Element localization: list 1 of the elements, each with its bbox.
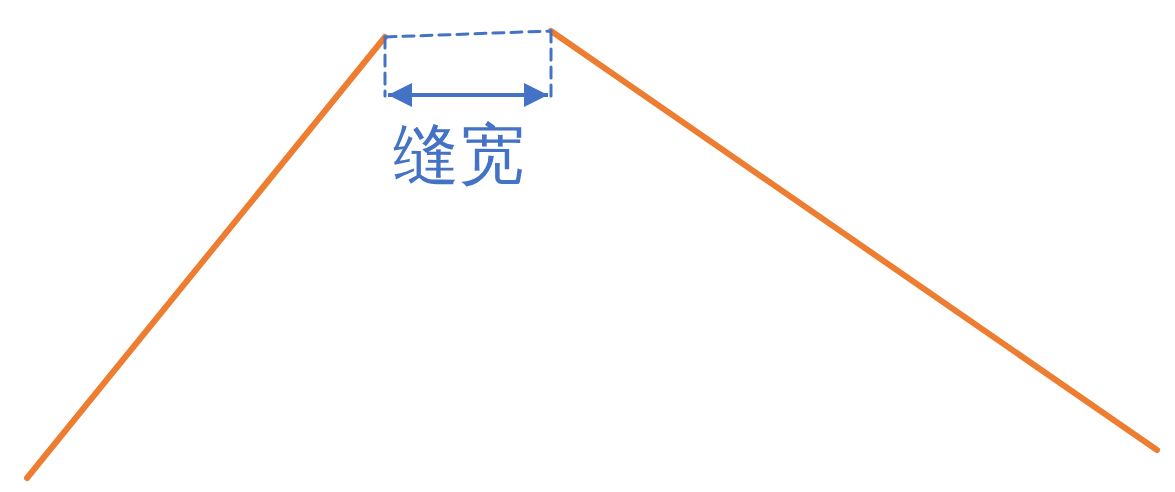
dimension-label: 缝宽 xyxy=(393,122,525,188)
